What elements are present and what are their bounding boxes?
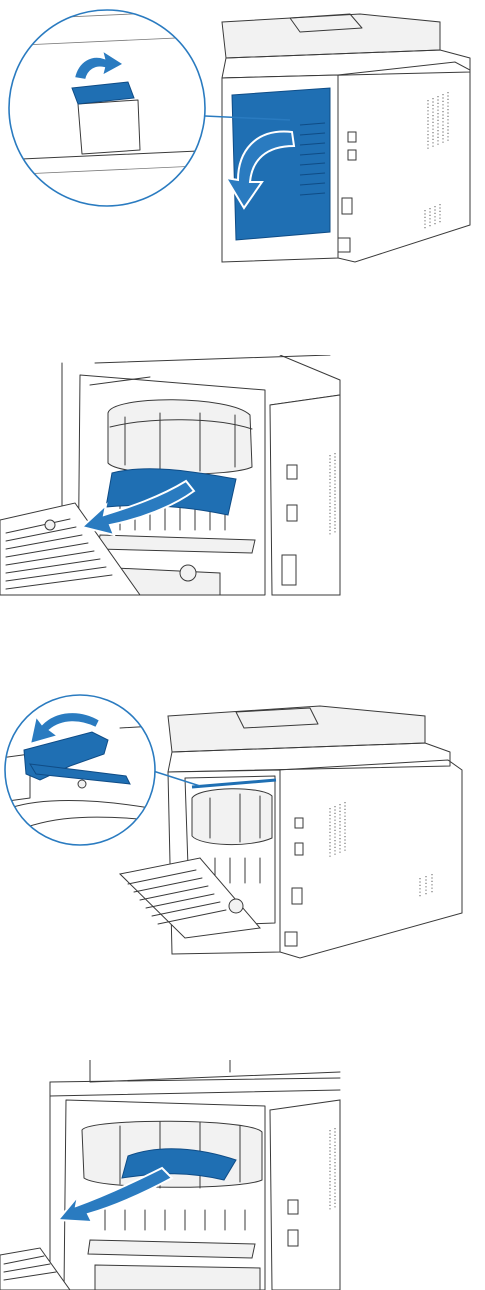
open-rear-cover xyxy=(0,1248,70,1290)
printer-side-panel xyxy=(278,760,462,958)
printer-side xyxy=(270,395,340,595)
magnifier-callout-1 xyxy=(0,0,220,220)
magnifier-callout-3 xyxy=(0,688,170,858)
step-3-svg xyxy=(0,688,485,970)
printer-side-panel xyxy=(338,62,470,262)
step-4-illustration xyxy=(0,1060,485,1290)
step-2-svg xyxy=(0,355,485,600)
step-2-illustration xyxy=(0,355,485,600)
step-3-illustration xyxy=(0,688,485,970)
fuser-unit xyxy=(108,400,252,474)
adf-top xyxy=(168,706,425,752)
step-4-svg xyxy=(0,1060,485,1290)
step-1-svg xyxy=(0,0,485,272)
step-1-illustration xyxy=(0,0,485,272)
